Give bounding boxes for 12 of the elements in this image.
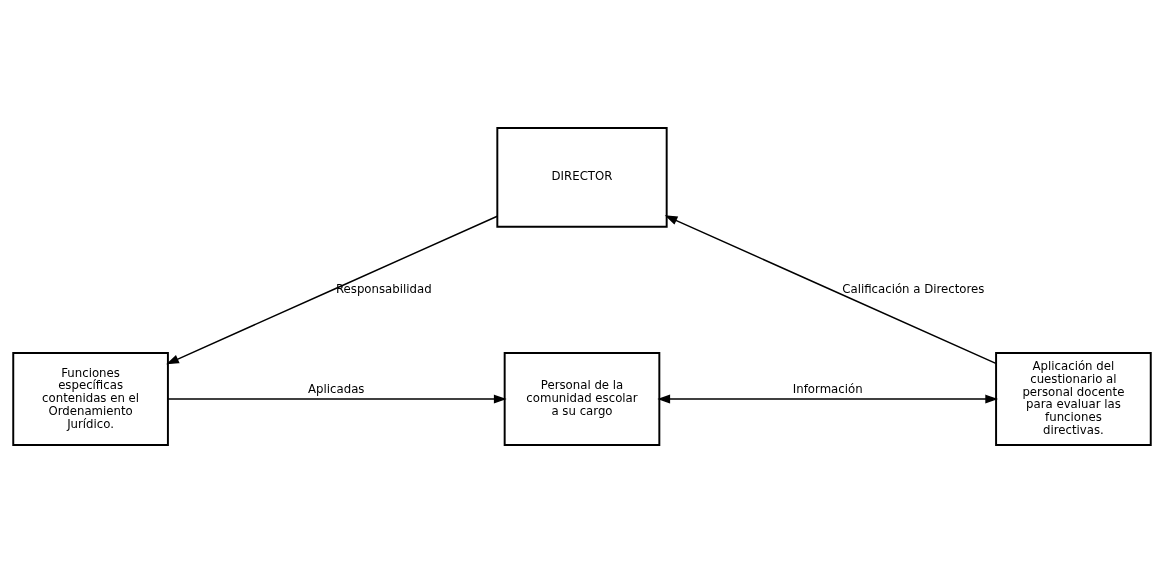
arrow (167, 394, 507, 404)
edge-label: Información (792, 381, 863, 396)
node-box: DIRECTOR (496, 126, 668, 228)
edge-label: Aplicadas (308, 381, 365, 396)
edge-label: Responsabilidad (335, 281, 432, 296)
arrow (664, 215, 997, 365)
arrow (657, 394, 999, 404)
node-box: Funciones específicas contenidas en el Ordenamiento Jurídico. (12, 352, 169, 447)
node-box: Personal de la comunidad escolar a su cargo (503, 352, 661, 447)
edge-label: Calificación a Directores (842, 281, 985, 296)
node-box: Aplicación del cuestionario al personal docente para evaluar las funciones directivas. (995, 352, 1152, 447)
arrow (166, 215, 498, 365)
